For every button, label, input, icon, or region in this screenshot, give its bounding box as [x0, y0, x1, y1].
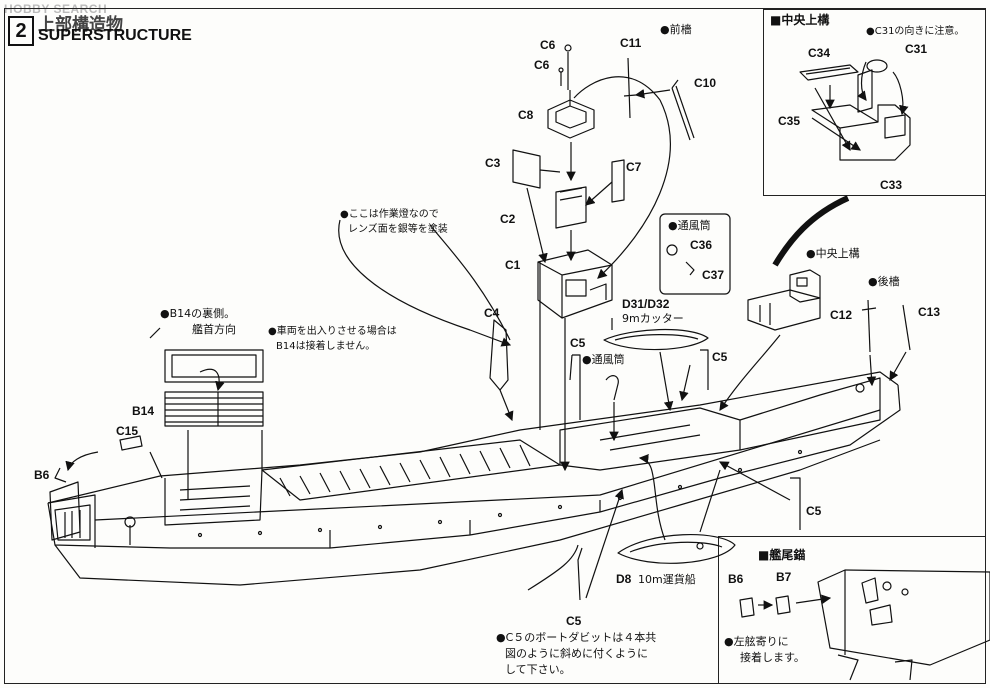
inset-bottom-note-2: 接着します。	[740, 651, 805, 664]
note-davit-line-2: 図のように斜めに付くように	[505, 647, 648, 660]
bow-ramp-b6-drawing	[49, 481, 81, 541]
label-c34: C34	[808, 46, 831, 60]
inset-bottom-title: ■艦尾錨	[758, 548, 806, 562]
label-inset-b7: B7	[776, 570, 792, 584]
label-d31-d32: D31/D32	[622, 297, 670, 311]
note-vehicle-line-1: ●車両を出入りさせる場合は	[268, 326, 397, 337]
label-c1: C1	[505, 258, 521, 272]
label-c5-b: C5	[712, 350, 728, 364]
inset-top-title: ■中央上構	[770, 13, 830, 27]
note-davit-line-1: ●C５のボートダビットは４本共	[496, 631, 657, 644]
label-inset-b6: B6	[728, 572, 744, 586]
label-c5-d: C5	[566, 614, 582, 628]
label-b6: B6	[34, 468, 50, 482]
label-c2: C2	[500, 212, 516, 226]
note-lens-line-1: ●ここは作業燈なので	[340, 209, 439, 220]
label-c12: C12	[830, 308, 853, 322]
label-c6a: C6	[540, 38, 556, 52]
label-b14: B14	[132, 404, 155, 418]
label-c5-a: C5	[570, 336, 586, 350]
label-vent-1: ●通風筒	[668, 219, 711, 232]
label-d31-d32-desc: 9mカッター	[622, 312, 684, 325]
step-number: 2	[8, 16, 34, 46]
label-c36: C36	[690, 238, 713, 252]
note-davit-line-3: して下さい。	[505, 663, 571, 676]
inset-stern-anchor-frame	[718, 536, 986, 684]
hull-drawing	[47, 371, 901, 586]
label-bow-direction: 艦首方向	[192, 323, 236, 336]
outer-frame	[4, 8, 986, 684]
cutter-d31-drawing	[603, 328, 709, 351]
label-c11: C11	[620, 36, 642, 50]
boat-d8-drawing	[617, 534, 736, 564]
label-c3: C3	[485, 156, 501, 170]
label-b14-back: ●B14の裏側。	[160, 307, 236, 320]
label-d8-desc: 10m運貨船	[638, 573, 696, 586]
note-vehicle-line-2: B14は接着しません。	[276, 341, 376, 352]
label-c31: C31	[905, 42, 928, 56]
inset-center-superstructure-frame	[763, 9, 986, 196]
label-aft-mast: ●後檣	[868, 275, 900, 288]
center-superstructure-drawing	[747, 269, 821, 331]
label-c5-c: C5	[806, 504, 822, 518]
label-c4: C4	[484, 306, 500, 320]
label-c13: C13	[918, 305, 941, 319]
inset-center-superstructure-drawing	[799, 59, 911, 161]
inset-bottom-note-1: ●左舷寄りに	[724, 635, 789, 648]
bridge-c1-drawing	[537, 249, 613, 319]
note-lens-line-2: レンズ面を銀等を塗装	[348, 224, 448, 235]
label-c8: C8	[518, 108, 534, 122]
step-title-jp: 上部構造物	[38, 15, 123, 35]
step-title-en: SUPERSTRUCTURE	[38, 27, 192, 44]
label-c33: C33	[880, 178, 903, 192]
inset-stern-anchor-drawing	[739, 569, 990, 681]
b14-panels-drawing	[164, 349, 264, 427]
label-c6b: C6	[534, 58, 550, 72]
label-fore-mast: ●前檣	[660, 23, 692, 36]
label-c10: C10	[694, 76, 717, 90]
watermark: HOBBY SEARCH	[4, 2, 108, 16]
inset-top-note: ●C31の向きに注意。	[866, 26, 965, 37]
label-vent-2: ●通風筒	[582, 353, 625, 366]
label-c7: C7	[626, 160, 642, 174]
label-d8: D8	[616, 572, 632, 586]
label-c35: C35	[778, 114, 801, 128]
label-c37: C37	[702, 268, 725, 282]
label-center-bridge: ●中央上構	[806, 247, 860, 260]
label-c15: C15	[116, 424, 139, 438]
